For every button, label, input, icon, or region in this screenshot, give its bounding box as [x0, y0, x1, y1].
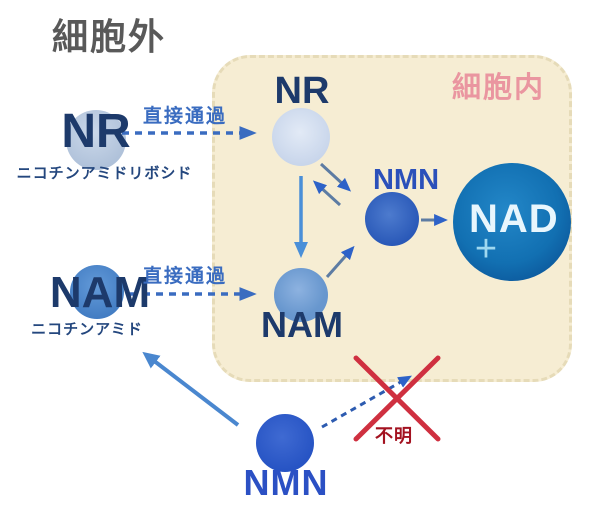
nam-extracellular-sublabel: ニコチンアミド — [31, 321, 143, 338]
nr-extracellular-label: NR — [61, 105, 131, 158]
nr-intracellular-label: NR — [274, 70, 330, 112]
nam-extracellular-circle — [70, 265, 124, 319]
nr-extracellular-circle — [66, 110, 126, 170]
nmn-extracellular-label: NMN — [243, 462, 329, 503]
arrow-nmn-entry-unknown — [321, 375, 412, 429]
nmn-intracellular-label: NMN — [372, 164, 440, 196]
direct-pass-top-annotation: 直接通過 — [143, 106, 228, 127]
nam-intracellular-circle — [274, 268, 328, 322]
extracellular-title: 細胞外 — [52, 16, 167, 57]
nmn-extracellular-circle — [256, 414, 314, 472]
nad-circle — [453, 163, 571, 281]
intracellular-title: 細胞内 — [452, 72, 546, 104]
nr-intracellular-circle — [272, 108, 330, 166]
nam-intracellular-label: NAM — [261, 304, 343, 345]
nam-extracellular-label: NAM — [49, 268, 151, 317]
nmn-intracellular-circle — [365, 192, 419, 246]
unknown-annotation: 不明 — [375, 426, 413, 446]
nad-plus-sign: + — [474, 228, 498, 270]
direct-pass-bottom-annotation: 直接通過 — [143, 266, 228, 287]
nr-extracellular-sublabel: ニコチンアミドリボシド — [16, 165, 193, 182]
nad-label: NAD — [469, 197, 559, 241]
